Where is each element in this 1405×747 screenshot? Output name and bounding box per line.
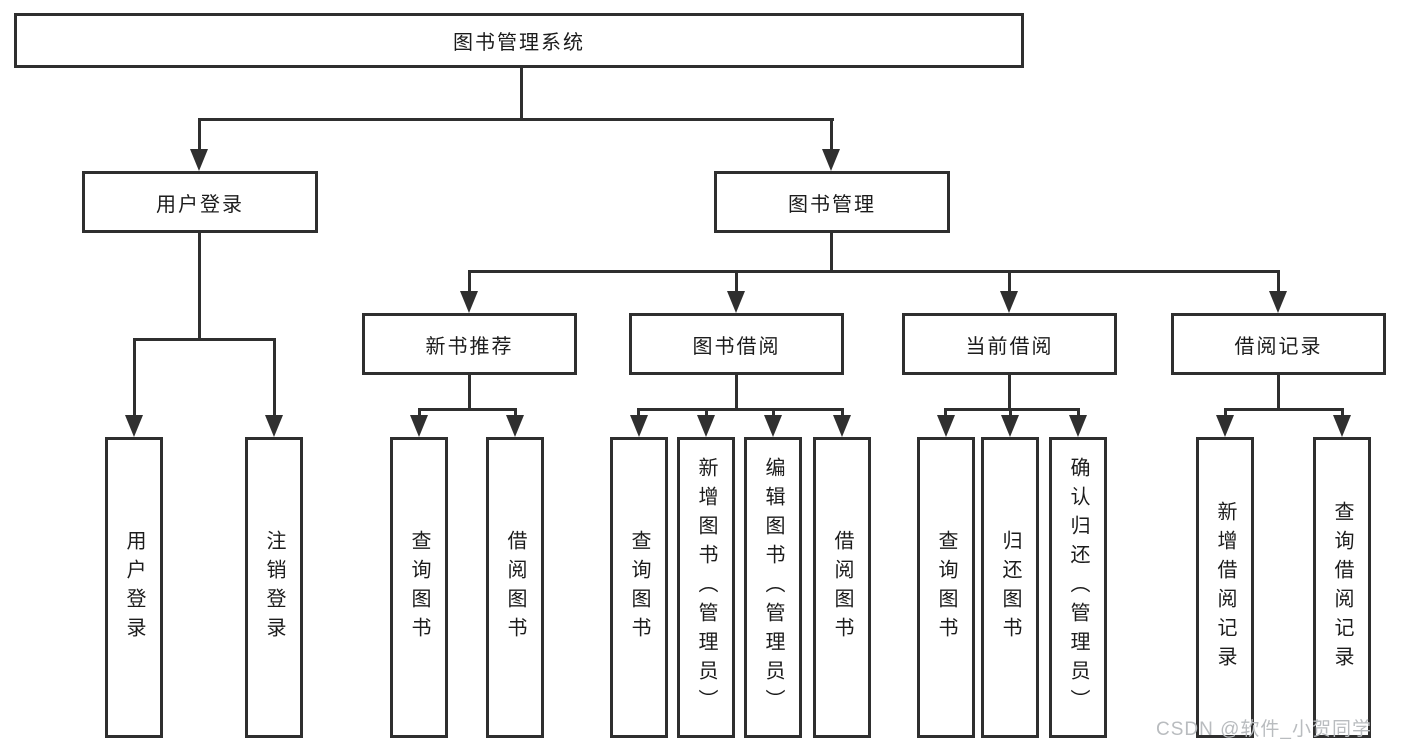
connector-line	[520, 66, 523, 118]
leaf-query-books-borrowing: 查询图书	[610, 437, 668, 738]
node-new-book-recommendation: 新书推荐	[362, 313, 577, 375]
arrow-down-icon	[410, 415, 428, 437]
arrow-down-icon	[1216, 415, 1234, 437]
node-borrowing-records: 借阅记录	[1171, 313, 1386, 375]
leaf-query-borrow-record: 查询借阅记录	[1313, 437, 1371, 738]
leaf-label: 查询图书	[935, 529, 957, 646]
leaf-label: 查询借阅记录	[1331, 500, 1353, 675]
node-user-login: 用户登录	[82, 171, 318, 233]
connector-line	[468, 375, 471, 408]
node-current-borrowing: 当前借阅	[902, 313, 1117, 375]
arrow-down-icon	[822, 149, 840, 171]
connector-line	[133, 338, 276, 341]
leaf-confirm-return-admin: 确认归还（管理员）	[1049, 437, 1107, 738]
leaf-return-books: 归还图书	[981, 437, 1039, 738]
connector-line	[637, 408, 640, 417]
leaf-label: 用户登录	[123, 529, 145, 646]
leaf-label: 归还图书	[999, 529, 1021, 646]
leaf-label: 借阅图书	[504, 529, 526, 646]
connector-line	[944, 408, 947, 417]
connector-line	[637, 408, 843, 411]
connector-line	[273, 338, 276, 415]
leaf-query-books-current: 查询图书	[917, 437, 975, 738]
connector-line	[468, 270, 1280, 273]
connector-line	[735, 270, 738, 291]
leaf-edit-book-admin: 编辑图书（管理员）	[744, 437, 802, 738]
connector-line	[830, 233, 833, 270]
leaf-label: 注销登录	[263, 529, 285, 646]
arrow-down-icon	[764, 415, 782, 437]
arrow-down-icon	[697, 415, 715, 437]
arrow-down-icon	[265, 415, 283, 437]
leaf-borrow-books-recommend: 借阅图书	[486, 437, 544, 738]
arrow-down-icon	[833, 415, 851, 437]
leaf-label: 查询图书	[408, 529, 430, 646]
connector-line	[198, 118, 201, 150]
arrow-down-icon	[1269, 291, 1287, 313]
connector-line	[735, 375, 738, 408]
connector-line	[1277, 375, 1280, 408]
leaf-label: 借阅图书	[831, 529, 853, 646]
leaf-borrow-books-borrowing: 借阅图书	[813, 437, 871, 738]
leaf-add-book-admin: 新增图书（管理员）	[677, 437, 735, 738]
connector-line	[1224, 408, 1227, 417]
connector-line	[841, 408, 844, 417]
connector-line	[514, 408, 517, 417]
connector-line	[1277, 270, 1280, 291]
arrow-down-icon	[1069, 415, 1087, 437]
connector-line	[1008, 375, 1011, 408]
watermark: CSDN @软件_小贺同学	[1156, 719, 1372, 740]
arrow-down-icon	[460, 291, 478, 313]
connector-line	[1341, 408, 1344, 417]
node-book-management: 图书管理	[714, 171, 950, 233]
connector-line	[1077, 408, 1080, 417]
arrow-down-icon	[1000, 291, 1018, 313]
leaf-add-borrow-record: 新增借阅记录	[1196, 437, 1254, 738]
connector-line	[1224, 408, 1344, 411]
connector-line	[198, 233, 201, 338]
leaf-label: 确认归还（管理员）	[1067, 457, 1089, 718]
connector-line	[418, 408, 516, 411]
arrow-down-icon	[506, 415, 524, 437]
arrow-down-icon	[125, 415, 143, 437]
arrow-down-icon	[937, 415, 955, 437]
leaf-user-login: 用户登录	[105, 437, 163, 738]
arrow-down-icon	[190, 149, 208, 171]
connector-line	[1008, 270, 1011, 291]
arrow-down-icon	[727, 291, 745, 313]
leaf-label: 查询图书	[628, 529, 650, 646]
leaf-label: 新增借阅记录	[1214, 500, 1236, 675]
connector-line	[468, 270, 471, 291]
leaf-logout: 注销登录	[245, 437, 303, 738]
connector-line	[830, 118, 833, 150]
connector-line	[133, 338, 136, 415]
connector-line	[772, 408, 775, 417]
connector-line	[705, 408, 708, 417]
connector-line	[1009, 408, 1012, 417]
leaf-label: 新增图书（管理员）	[695, 457, 717, 718]
arrow-down-icon	[1333, 415, 1351, 437]
leaf-query-books-recommend: 查询图书	[390, 437, 448, 738]
arrow-down-icon	[630, 415, 648, 437]
node-book-borrowing: 图书借阅	[629, 313, 844, 375]
connector-line	[198, 118, 834, 121]
connector-line	[418, 408, 421, 417]
arrow-down-icon	[1001, 415, 1019, 437]
node-library-management-system: 图书管理系统	[14, 13, 1024, 68]
leaf-label: 编辑图书（管理员）	[762, 457, 784, 718]
